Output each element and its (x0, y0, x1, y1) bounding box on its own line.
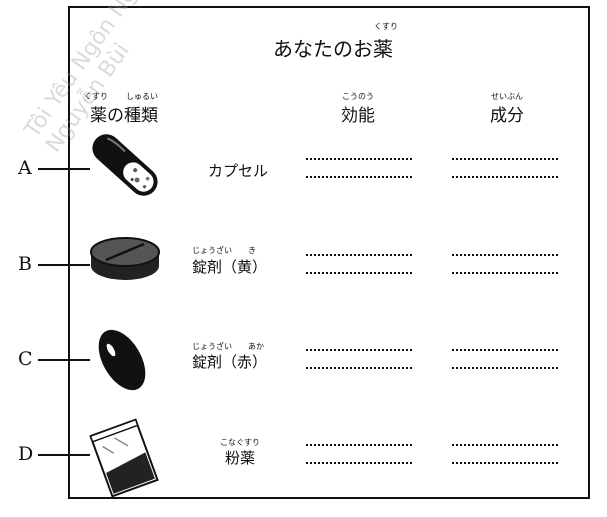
label-tablet-yellow: 錠剤（黄） (192, 258, 268, 276)
leader-line-b (38, 264, 90, 266)
effect-line-c-2 (306, 367, 412, 369)
ingredient-line-b-2 (452, 272, 558, 274)
label-tablet-red: 錠剤（赤） (192, 353, 268, 371)
label-capsule: カプセル (207, 162, 268, 180)
header-medicine-type: 薬の種類 (90, 106, 158, 126)
worksheet-frame (68, 6, 590, 499)
ruby-powder: こなぐすり (220, 438, 260, 447)
header-ingredient-ruby: せいぶん (491, 92, 523, 101)
title-ruby: くすり (374, 22, 398, 31)
ingredient-line-a-1 (452, 158, 558, 160)
ruby-tablet-red: じょうざい あか (192, 342, 264, 351)
ingredient-line-b-1 (452, 254, 558, 256)
row-letter-b: B (18, 253, 32, 275)
ingredient-line-d-2 (452, 462, 558, 464)
effect-line-a-1 (306, 158, 412, 160)
effect-line-c-1 (306, 349, 412, 351)
powder-packet-icon (89, 418, 159, 498)
effect-line-b-2 (306, 272, 412, 274)
effect-line-d-1 (306, 444, 412, 446)
oval-pill-icon (98, 329, 146, 391)
label-powder: 粉薬 (224, 449, 255, 467)
header-effect-ruby: こうのう (342, 92, 374, 101)
effect-line-a-2 (306, 176, 412, 178)
header-ingredient: 成分 (490, 106, 524, 126)
capsule-icon (92, 134, 158, 196)
ingredient-line-d-1 (452, 444, 558, 446)
header-effect: 効能 (341, 106, 375, 126)
header-type-ruby-2: しゅるい (126, 92, 158, 101)
leader-line-d (38, 454, 90, 456)
header-type-ruby-1: くすり (84, 92, 108, 101)
page-title: あなたのお薬 (273, 37, 393, 61)
row-letter-c: C (18, 348, 33, 370)
ruby-tablet-yellow: じょうざい き (192, 246, 256, 255)
ingredient-line-c-2 (452, 367, 558, 369)
ingredient-line-a-2 (452, 176, 558, 178)
row-letter-d: D (18, 443, 34, 465)
ingredient-line-c-1 (452, 349, 558, 351)
effect-line-d-2 (306, 462, 412, 464)
leader-line-c (38, 359, 90, 361)
leader-line-a (38, 168, 90, 170)
effect-line-b-1 (306, 254, 412, 256)
tablet-icon (90, 237, 160, 280)
row-letter-a: A (18, 157, 32, 179)
